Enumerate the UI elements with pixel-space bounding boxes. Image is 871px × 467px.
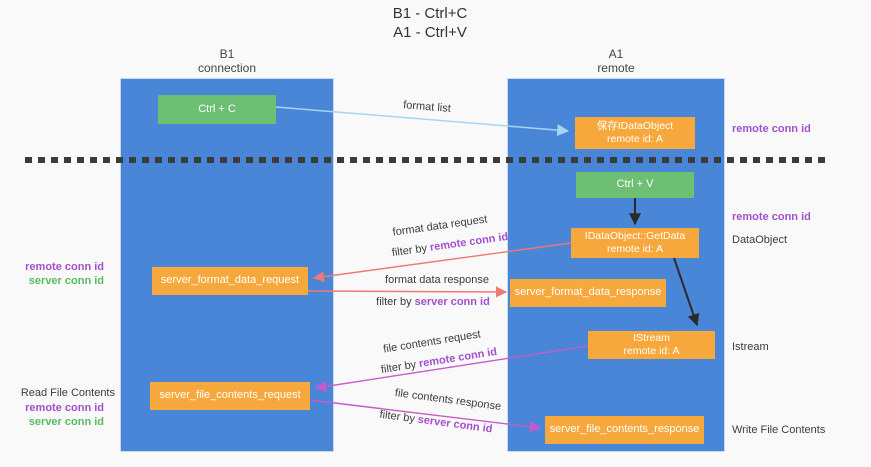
lifeline-b1-subtitle: connection [197,60,257,75]
save-dataobject-line1: 保存IDataObject [596,119,674,132]
filter-by-prefix: filter by [378,408,416,426]
format-list-label: format list [402,99,452,115]
ctrl-v-label: Ctrl + V [616,178,654,191]
read-file-contents-label: Read File Contents [20,387,115,399]
getdata-box: IDataObject::GetData remote id: A [571,228,699,258]
server-file-contents-response-label: server_file_contents_response [549,423,700,436]
lifeline-header-b1: B1 connection [120,47,334,76]
getdata-line2: remote id: A [606,243,664,255]
ctrl-v-box: Ctrl + V [576,172,694,198]
file-contents-response-filter-label: filter byserver conn id [376,408,497,436]
server-format-data-request-box: server_format_data_request [152,267,308,295]
ctrl-c-box: Ctrl + C [158,95,276,124]
left-server-conn-id-label-2: server conn id [28,416,104,428]
lifeline-header-a1: A1 remote [507,47,725,76]
arrow-format-data-response [307,286,508,298]
save-dataobject-box: 保存IDataObject remote id: A [575,117,695,149]
getdata-line1: IDataObject::GetData [584,229,686,242]
server-file-contents-response-box: server_file_contents_response [545,416,704,444]
ctrl-c-label: Ctrl + C [198,102,236,115]
filter-key-server-conn-id: server conn id [416,413,494,436]
title-line-1: B1 - Ctrl+C [392,5,468,22]
server-format-data-response-label: server_format_data_response [514,286,662,299]
lifeline-a1-subtitle: remote [597,60,635,75]
filter-key-server-conn-id: server conn id [414,296,490,308]
phase-separator-dashed-line [25,157,831,163]
server-format-data-response-box: server_format_data_response [510,279,666,307]
istream-box: IStream remote id: A [588,331,715,359]
save-dataobject-line2: remote id: A [606,133,664,145]
title-line-2: A1 - Ctrl+V [393,23,467,41]
istream-line2: remote id: A [623,345,680,357]
server-format-data-request-label: server_format_data_request [160,274,300,287]
left-remote-conn-id-label: remote conn id [25,261,104,273]
filter-by-prefix: filter by [380,358,418,377]
format-data-response-label: format data response [385,274,489,286]
istream-line1: IStream [633,331,670,344]
server-file-contents-request-box: server_file_contents_request [150,382,310,410]
lifeline-b1-name: B1 [219,47,235,61]
filter-key-remote-conn-id: remote conn id [429,230,509,254]
left-server-conn-id-label: server conn id [28,275,104,287]
filter-by-prefix: filter by [376,296,412,308]
server-file-contents-request-label: server_file_contents_request [159,389,301,402]
filter-key-remote-conn-id: remote conn id [418,345,498,371]
write-file-contents-label: Write File Contents [732,424,826,436]
lifeline-a1-name: A1 [608,47,624,61]
dataobject-label: DataObject [732,234,788,246]
istream-side-label: Istream [732,341,769,353]
right-remote-conn-id-label-top: remote conn id [732,123,811,135]
right-remote-conn-id-label-mid: remote conn id [732,211,811,223]
file-contents-response-label: file contents response [394,387,502,413]
filter-by-prefix: filter by [391,242,428,260]
diagram-title: B1 - Ctrl+C A1 - Ctrl+V [295,5,565,43]
left-remote-conn-id-label-2: remote conn id [25,402,104,414]
